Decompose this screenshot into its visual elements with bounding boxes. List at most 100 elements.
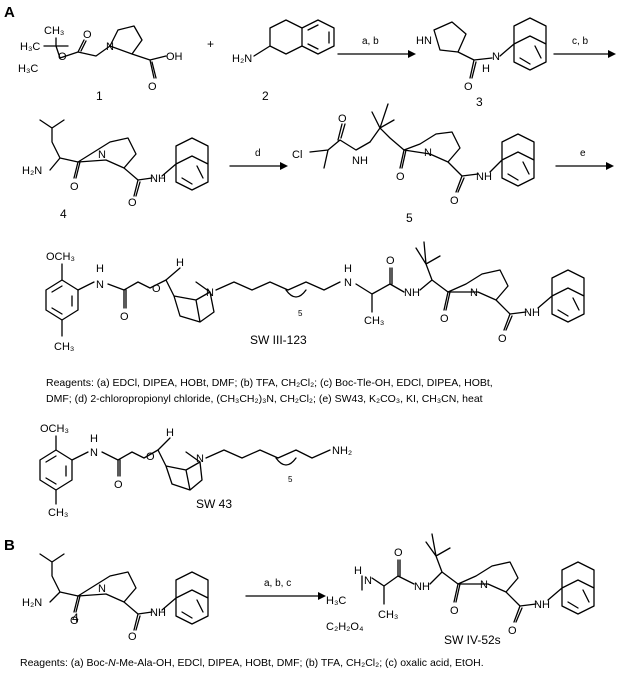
atom-o: O	[83, 29, 92, 41]
atom-o: O	[120, 311, 129, 323]
atom-o: O	[58, 51, 67, 63]
atom-n: N	[470, 287, 478, 299]
atom-h: H	[166, 427, 174, 439]
atom-nh: NH	[534, 599, 550, 611]
atom-o: O	[146, 451, 155, 463]
atom-och3: OCH₃	[40, 423, 69, 435]
atom-nh: NH	[150, 173, 166, 185]
atom-cl: Cl	[292, 149, 302, 161]
atom-hn: HN	[416, 35, 432, 47]
sw-iv-52s-structure: H N H₃C CH₃ O NH O N O NH	[326, 533, 595, 637]
sw-43-structure: OCH₃ H N O O H N CH₃ 5 NH₂	[39, 423, 352, 519]
atom-n: N	[98, 149, 106, 161]
compound-1-structure: H₃C CH₃ H₃C O O N O OH	[18, 25, 183, 93]
atom-o: O	[464, 81, 473, 93]
atom-nh2: NH₂	[332, 445, 352, 457]
atom-h3c: H₃C	[326, 595, 346, 607]
oxalate-salt-label: C₂H₂O₄	[326, 621, 364, 633]
panel-a-reagents-line-1: Reagents: (a) EDCl, DIPEA, HOBt, DMF; (b…	[46, 377, 493, 389]
arrow-c-b: c, b	[553, 36, 616, 58]
atom-nh: NH	[476, 171, 492, 183]
atom-n: N	[106, 41, 114, 53]
atom-n: N	[480, 579, 488, 591]
atom-ch3: CH₃	[364, 315, 384, 327]
arrow-d-label: d	[255, 148, 261, 159]
atom-ch3: CH₃	[44, 25, 64, 37]
atom-o: O	[128, 631, 137, 643]
atom-o: O	[508, 625, 517, 637]
atom-o: O	[440, 313, 449, 325]
sw-iii-123-name: SW III-123	[250, 333, 307, 347]
atom-h: H	[176, 257, 184, 269]
arrow-c-b-label: c, b	[572, 36, 589, 47]
atom-n: N	[206, 287, 214, 299]
atom-nh: NH	[150, 607, 166, 619]
atom-n: N	[492, 51, 500, 63]
atom-o: O	[498, 333, 507, 345]
atom-o: O	[450, 195, 459, 207]
repeat-count-label: 5	[298, 309, 303, 318]
atom-h: H	[482, 63, 490, 75]
compound-5-structure: Cl O NH O N O NH	[292, 103, 535, 207]
arrow-e: e	[555, 148, 614, 170]
arrow-a-b-label: a, b	[362, 36, 379, 47]
plus-sign: +	[207, 37, 214, 51]
atom-h: H	[344, 263, 352, 275]
arrow-a-b-c-label: a, b, c	[264, 578, 291, 589]
atom-n: N	[96, 279, 104, 291]
compound-5-number: 5	[406, 211, 413, 225]
panel-b-label: B	[4, 537, 15, 554]
atom-o: O	[114, 479, 123, 491]
atom-n: N	[364, 575, 372, 587]
atom-nh: NH	[414, 581, 430, 593]
arrow-a-b-c: a, b, c	[245, 578, 326, 600]
atom-h2n: H₂N	[22, 597, 42, 609]
panel-a-label: A	[4, 4, 15, 21]
sw-43-name: SW 43	[196, 497, 232, 511]
compound-4-structure-b: H₂N O N O NH	[22, 553, 209, 643]
compound-4-structure: H₂N O N O NH	[22, 119, 209, 209]
atom-o: O	[396, 171, 405, 183]
atom-oh: OH	[166, 51, 183, 63]
compound-1-number: 1	[96, 89, 103, 103]
atom-o: O	[386, 255, 395, 267]
compound-4-number-b: 4	[72, 611, 79, 625]
repeat-count-label: 5	[288, 475, 293, 484]
compound-3-number: 3	[476, 95, 483, 109]
panel-a-reagents-line-2: DMF; (d) 2-chloropropionyl chloride, (CH…	[46, 393, 483, 405]
sw-iii-123-structure: OCH₃ H N O O H N CH₃ 5 H N CH₃ O NH O N …	[45, 241, 585, 353]
atom-ch3: CH₃	[48, 507, 68, 519]
atom-nh: NH	[404, 287, 420, 299]
arrow-a-b: a, b	[337, 36, 416, 58]
atom-n: N	[196, 453, 204, 465]
atom-n: N	[424, 147, 432, 159]
atom-och3: OCH₃	[46, 251, 75, 263]
atom-h3c: H₃C	[18, 63, 38, 75]
atom-h3c: H₃C	[20, 41, 40, 53]
atom-n: N	[344, 277, 352, 289]
sw-iv-52s-name: SW IV-52s	[444, 633, 501, 647]
atom-ch3: CH₃	[378, 609, 398, 621]
atom-n: N	[98, 583, 106, 595]
atom-ch3: CH₃	[54, 341, 74, 353]
atom-o: O	[450, 605, 459, 617]
compound-3-structure: HN O N H	[416, 17, 547, 93]
atom-o: O	[338, 113, 347, 125]
atom-h2n: H₂N	[22, 165, 42, 177]
atom-o: O	[128, 197, 137, 209]
atom-h: H	[96, 263, 104, 275]
atom-h: H	[90, 433, 98, 445]
atom-o: O	[152, 283, 161, 295]
atom-h2n: H₂N	[232, 53, 252, 65]
atom-o: O	[148, 81, 157, 93]
atom-nh: NH	[524, 307, 540, 319]
compound-4-number: 4	[60, 207, 67, 221]
arrow-e-label: e	[580, 148, 586, 159]
atom-o: O	[70, 181, 79, 193]
compound-2-number: 2	[262, 89, 269, 103]
atom-nh: NH	[352, 155, 368, 167]
compound-2-structure: H₂N	[232, 19, 335, 65]
atom-o: O	[70, 615, 79, 627]
atom-h: H	[354, 565, 362, 577]
